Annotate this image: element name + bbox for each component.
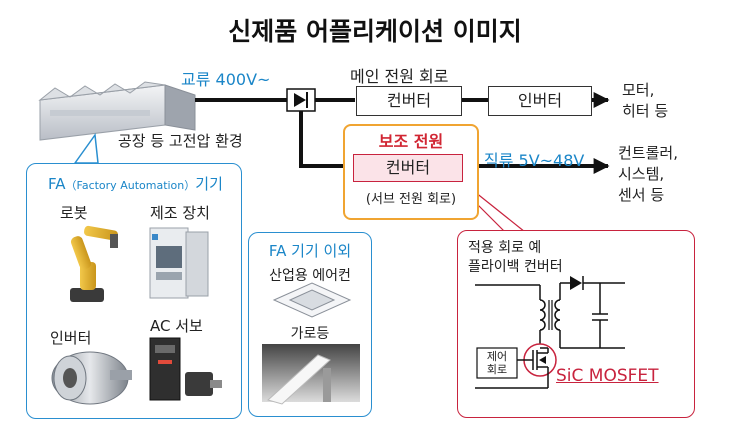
fa-title-suffix: 기기 xyxy=(195,175,223,193)
aux-sub-circuit-label: (서브 전원 회로) xyxy=(365,192,457,207)
streetlight-label: 가로등 xyxy=(290,326,330,342)
fa-title-prefix: FA xyxy=(48,175,66,193)
streetlight-image xyxy=(262,344,360,405)
industrial-aircon-image xyxy=(272,282,352,318)
factory-caption: 공장 등 고전압 환경 xyxy=(118,132,243,150)
aux-power-title: 보조 전원 xyxy=(378,132,444,151)
inverter-box: 인버터 xyxy=(488,86,592,116)
manufacturing-equipment-label: 제조 장치 xyxy=(150,204,210,222)
aux-converter-box: 컨버터 xyxy=(353,154,463,182)
page-title: 신제품 어플리케이션 이미지 xyxy=(228,17,522,46)
output-top-line1: 모터, xyxy=(622,81,655,99)
robot-label: 로봇 xyxy=(60,204,88,222)
inverter-device-image xyxy=(51,351,132,405)
main-converter-box: 컨버터 xyxy=(356,86,462,116)
industrial-aircon-label: 산업용 에어컨 xyxy=(269,268,351,284)
output-top-line2: 히터 등 xyxy=(622,102,669,120)
example-circuit-panel xyxy=(457,230,695,418)
non-fa-panel-title: FA 기기 이외 xyxy=(268,242,352,260)
control-circuit-box xyxy=(476,347,518,379)
inverter-device-label: 인버터 xyxy=(50,329,92,347)
output-aux-line2: 시스템, xyxy=(618,165,665,183)
manufacturing-equipment-image xyxy=(149,227,209,299)
main-circuit-label: 메인 전원 회로 xyxy=(350,67,449,86)
ac-servo-image xyxy=(149,337,222,401)
output-aux-line3: 센서 등 xyxy=(618,186,665,204)
fa-panel-title: FA（Factory Automation）기기 xyxy=(48,173,223,194)
example-circuit-title: 적용 회로 예 xyxy=(468,240,542,256)
flyback-converter-label: 플라이백 컨버터 xyxy=(468,259,563,275)
fa-title-paren: （Factory Automation） xyxy=(65,179,196,192)
sic-mosfet-label: SiC MOSFET xyxy=(556,366,659,386)
ac-voltage-label: 교류 400V~ xyxy=(181,70,271,89)
control-circuit-label: 제어 회로 xyxy=(486,350,508,376)
output-aux-line1: 컨트롤러, xyxy=(618,144,678,162)
factory-image xyxy=(38,81,196,141)
motor-heater-output: 모터, 히터 등 xyxy=(622,80,668,122)
robot-image xyxy=(70,225,118,302)
dc-voltage-label: 직류 5V~48V xyxy=(484,151,585,170)
ac-servo-label: AC 서보 xyxy=(150,317,203,335)
controller-output: 컨트롤러, 시스템, 센서 등 xyxy=(618,143,678,206)
